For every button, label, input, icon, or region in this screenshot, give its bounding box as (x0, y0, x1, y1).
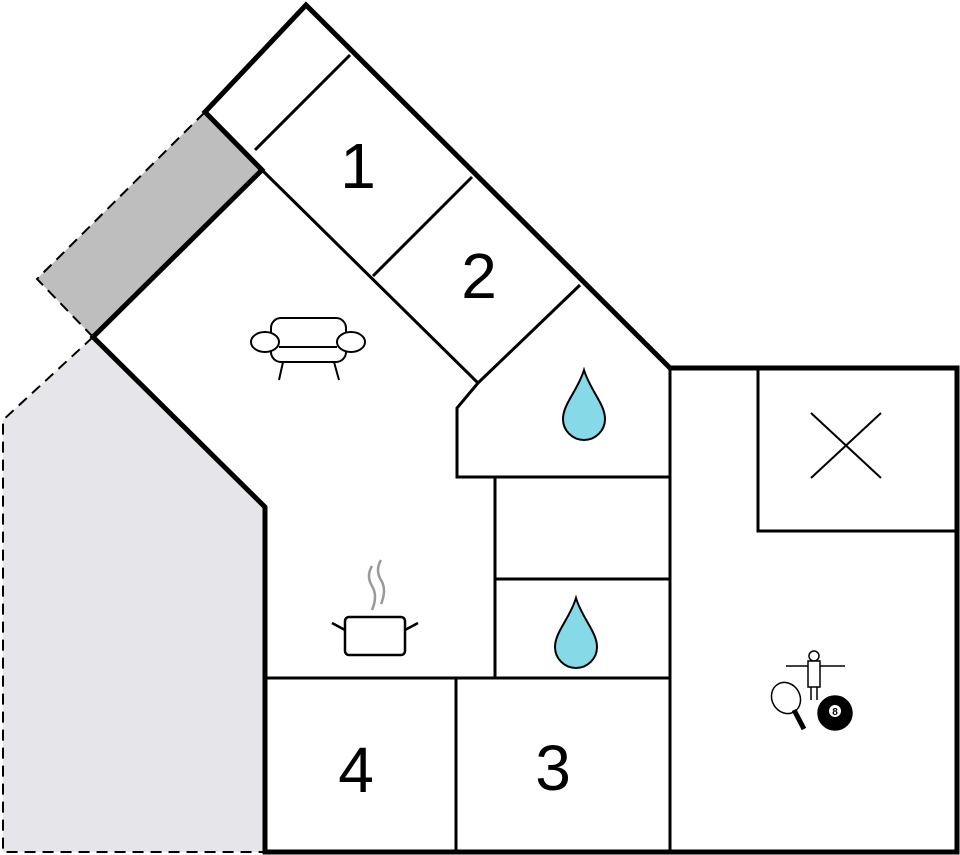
room-number-2: 2 (461, 240, 497, 312)
outdoor-area (3, 337, 265, 852)
outdoor-dashed-border (2, 336, 265, 853)
ping-pong-paddle-icon (770, 681, 807, 731)
billiard-ball-icon: 8 (817, 695, 853, 731)
sofa-icon (250, 317, 366, 381)
water-drop-icon (553, 594, 599, 669)
water-drop-icon (561, 366, 607, 441)
cooking-pot-icon (331, 559, 419, 657)
games-icon: 8 (770, 650, 853, 731)
terrace (37, 112, 262, 337)
room-number-3: 3 (535, 732, 571, 804)
interior-walls (253, 53, 957, 852)
svg-text:8: 8 (832, 707, 838, 718)
terrace-dashed-border (35, 111, 206, 338)
cross-icon (810, 412, 882, 479)
table-football-icon (786, 650, 845, 700)
room-number-4: 4 (338, 734, 374, 806)
room-number-1: 1 (340, 130, 376, 202)
